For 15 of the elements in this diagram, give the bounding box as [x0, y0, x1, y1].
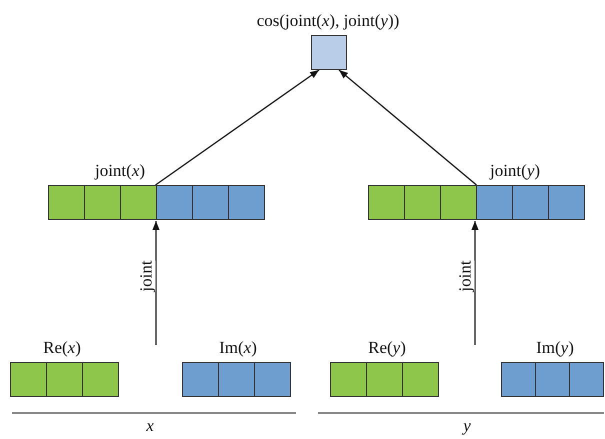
edge-label: joint [138, 260, 156, 292]
vector-label: Im(x) [219, 338, 257, 358]
group-label: x [146, 416, 154, 436]
vector-label: Im(y) [536, 338, 574, 358]
vector-label: Re(y) [368, 338, 406, 358]
arrow [338, 70, 477, 186]
arrow [471, 221, 479, 345]
vector-label: cos(joint(x), joint(y)) [256, 11, 400, 31]
arrow [155, 69, 320, 186]
edge-label: joint [456, 260, 475, 292]
vector-label: joint(y) [490, 161, 540, 181]
arrow [152, 221, 160, 345]
vector-label: joint(x) [94, 161, 146, 181]
vector-label: Re(x) [43, 338, 81, 358]
group-label: y [463, 416, 471, 436]
